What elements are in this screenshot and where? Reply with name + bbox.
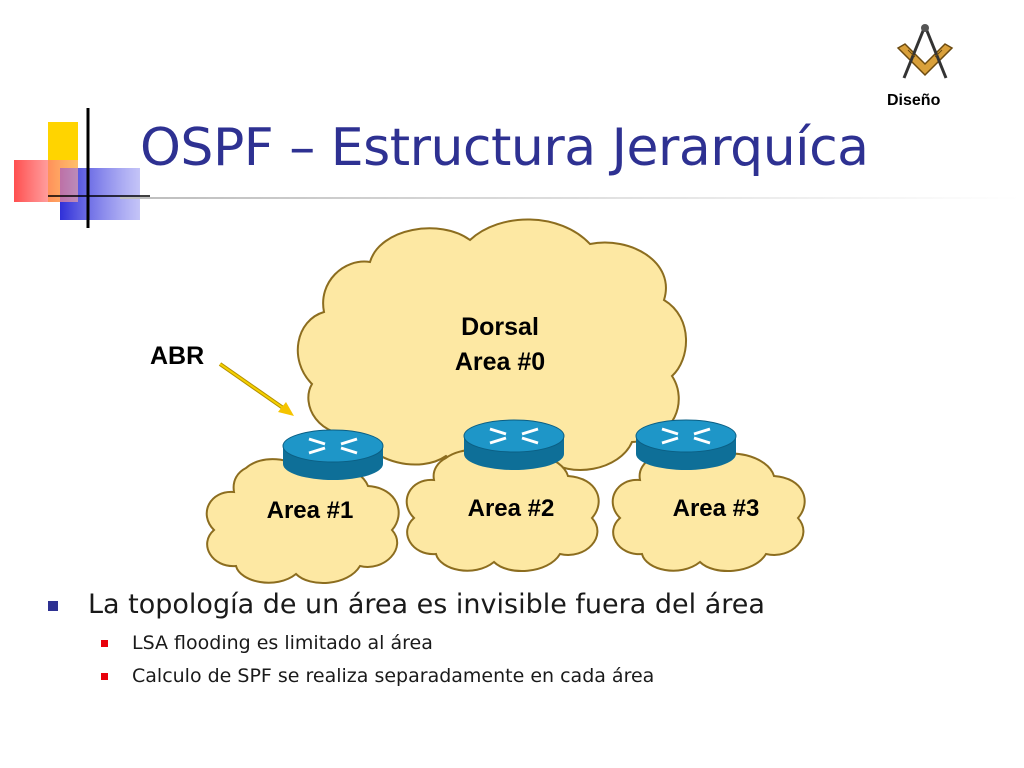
bullet-list: La topología de un área es invisible fue… <box>46 588 986 688</box>
area-2-label: Area #2 <box>468 495 555 522</box>
area-3-cloud <box>611 448 806 572</box>
square-bullet-icon <box>101 673 108 680</box>
square-bullet-icon <box>48 601 58 611</box>
router-icon <box>463 419 565 470</box>
logo-label: Diseño <box>887 92 941 109</box>
abr-arrow <box>218 362 294 416</box>
ospf-diagram: Dorsal Area #0 ABR Area #1 Area #2 Area … <box>150 218 806 584</box>
corner-decoration <box>14 108 150 228</box>
sub-bullet-text: LSA flooding es limitado al área <box>132 632 433 654</box>
area-1-label: Area #1 <box>267 497 354 524</box>
backbone-label-line1: Dorsal <box>461 313 539 341</box>
title-rule <box>120 197 1020 199</box>
page-title: OSPF – Estructura Jerarquíca <box>140 118 869 178</box>
sub-bullet-item: Calculo de SPF se realiza separadamente … <box>46 664 986 688</box>
area-3-label: Area #3 <box>673 495 760 522</box>
sub-bullet-item: LSA flooding es limitado al área <box>46 631 986 655</box>
bullet-text: La topología de un área es invisible fue… <box>88 589 765 620</box>
bullet-item: La topología de un área es invisible fue… <box>46 588 986 622</box>
sub-bullet-text: Calculo de SPF se realiza separadamente … <box>132 665 655 687</box>
backbone-label-line2: Area #0 <box>455 348 545 376</box>
abr-label: ABR <box>150 342 204 370</box>
square-bullet-icon <box>101 640 108 647</box>
router-icon <box>282 429 384 480</box>
router-icon <box>635 419 737 470</box>
backbone-cloud <box>296 218 687 474</box>
compass-square-icon <box>896 24 954 79</box>
